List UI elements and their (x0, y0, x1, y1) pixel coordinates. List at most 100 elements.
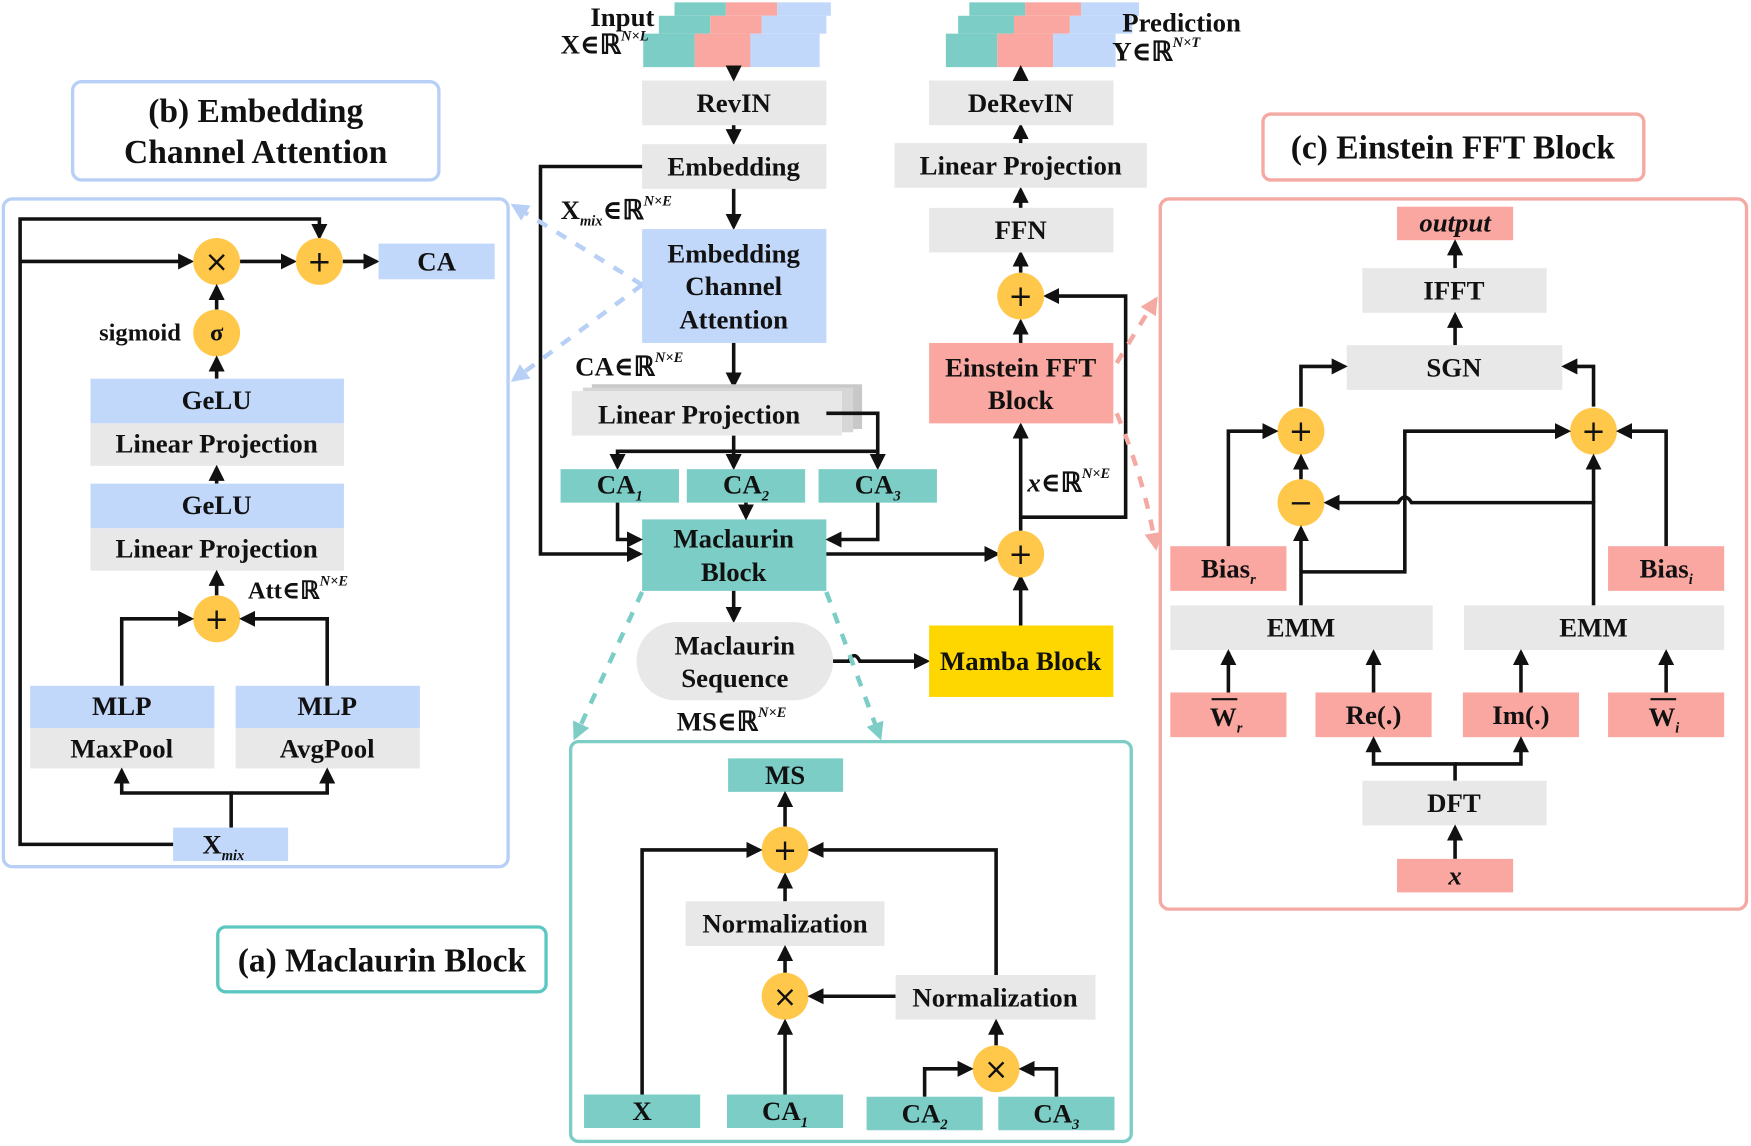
add-operator-lower (997, 530, 1045, 578)
eca-label-line3: Attention (679, 304, 788, 334)
maxpool-box (30, 728, 215, 769)
dft-label: DFT (1427, 788, 1481, 818)
panel-c-title: (c) Einstein FFT Block (1291, 130, 1616, 167)
ca-output-box (378, 243, 495, 280)
main-pipeline: Input X∈ℝN×L Prediction Y∈ℝN×T RevIN Emb… (538, 2, 1241, 736)
maclaurin-label-line1: Maclaurin (673, 523, 794, 553)
w-r-label: Wr (1210, 702, 1243, 737)
plus-icon: + (204, 602, 228, 636)
re-box (1315, 692, 1432, 738)
x-label: X (632, 1096, 652, 1126)
im-label: Im(.) (1492, 700, 1549, 730)
mlp-right-label: MLP (297, 691, 357, 721)
normalization-top-box (685, 901, 885, 946)
einstein-label-line2: Block (988, 385, 1054, 415)
add-operator-att (193, 595, 241, 643)
derevin-label: DeRevIN (968, 88, 1074, 118)
ms-box (728, 758, 844, 792)
gelu-bottom-label: GeLU (182, 490, 252, 520)
prediction-label: Prediction (1122, 7, 1241, 37)
panel-c-einstein-fft-block: (c) Einstein FFT Block output IFFT SGN +… (1158, 112, 1749, 911)
add-operator (761, 826, 809, 874)
input-label: Input (590, 2, 654, 32)
maclaurin-block-box (642, 519, 827, 591)
xmix-box (173, 827, 289, 862)
linproj-bottom-box (90, 528, 344, 571)
panel-b-embedding-channel-attention: (b) Embedding Channel Attention × + CA s… (1, 79, 510, 869)
ms-set-label: MS∈ℝN×E (677, 705, 787, 736)
input-set-label: X∈ℝN×L (561, 28, 649, 59)
linear-projection-label: Linear Projection (598, 399, 800, 429)
mlp-right-box (235, 685, 420, 729)
ca2-box (686, 469, 806, 503)
panel-c-frame (1158, 197, 1749, 911)
ca1-inner-label: CA1 (762, 1096, 808, 1131)
mamba-block-box (929, 625, 1114, 697)
add-operator-left (1277, 407, 1325, 455)
ca3-box (818, 469, 937, 503)
maclaurin-label-line2: Block (701, 557, 767, 587)
xmix-set-label: Xmix∈ℝN×E (561, 194, 673, 230)
avgpool-box (235, 728, 420, 769)
maxpool-label: MaxPool (70, 733, 173, 763)
eca-label-line2: Channel (685, 271, 782, 301)
w-i-label: Wi (1648, 702, 1679, 737)
ca1-box (560, 469, 679, 503)
multiply-operator-bottom (972, 1045, 1020, 1093)
panel-b-connectors (510, 203, 644, 382)
im-box (1462, 692, 1580, 738)
gelu-top-box (90, 378, 344, 424)
avgpool-label: AvgPool (280, 733, 375, 763)
gelu-top-label: GeLU (182, 385, 252, 415)
embedding-box (642, 144, 827, 189)
sgn-box (1346, 345, 1563, 390)
linproj-top-box (90, 423, 344, 466)
normalization-right-box (895, 975, 1096, 1020)
einstein-label-line1: Einstein FFT (945, 352, 1096, 382)
ca3-inner-box (998, 1096, 1115, 1131)
ms-label: MS (765, 760, 805, 790)
bias-i-box (1608, 546, 1725, 591)
mlp-left-label: MLP (92, 691, 152, 721)
panel-b-title-line1: (b) Embedding (148, 93, 363, 130)
add-operator (295, 237, 343, 285)
subtract-operator (1277, 479, 1325, 527)
sigma-icon: σ (210, 320, 224, 347)
x-input-label: x (1447, 861, 1461, 891)
embedding-label: Embedding (667, 151, 800, 181)
ms-label-line1: Maclaurin (675, 631, 796, 661)
ifft-box (1362, 268, 1547, 313)
linproj-bottom-label: Linear Projection (116, 533, 318, 563)
ca2-inner-box (866, 1096, 983, 1131)
panel-c-title-box (1261, 112, 1646, 182)
x-box (584, 1094, 701, 1129)
add-operator-right (1570, 407, 1617, 455)
emm-left-label: EMM (1267, 613, 1335, 643)
panel-a-maclaurin-block: (a) Maclaurin Block MS + Normalization ×… (216, 739, 1133, 1144)
maclaurin-sequence-pill (636, 622, 834, 701)
einstein-fft-block-box (929, 342, 1114, 424)
mamba-block-label: Mamba Block (940, 646, 1102, 676)
linear-projection-out-box (894, 143, 1147, 188)
input-tensor-icon (643, 2, 831, 68)
ca-set-label: CA∈ℝN×E (575, 350, 683, 381)
ffn-box (929, 207, 1114, 253)
mlp-left-box (30, 685, 215, 729)
plus-icon: + (1289, 414, 1313, 448)
bias-r-label: Biasr (1201, 553, 1256, 588)
panel-b-title-line2: Channel Attention (124, 134, 388, 171)
times-icon: × (773, 979, 797, 1013)
panel-b-frame (1, 197, 510, 869)
plus-icon: + (773, 833, 797, 867)
panel-a-frame (568, 739, 1133, 1144)
ca3-label: CA3 (855, 470, 901, 505)
output-label: output (1419, 207, 1492, 237)
gelu-bottom-box (90, 483, 344, 529)
ifft-label: IFFT (1423, 275, 1484, 305)
ca2-label: CA2 (723, 470, 769, 505)
times-icon: × (984, 1052, 1008, 1086)
sigmoid-label: sigmoid (99, 320, 181, 347)
ca1-label: CA1 (597, 470, 643, 505)
panel-a-title: (a) Maclaurin Block (238, 943, 527, 980)
prediction-tensor-icon (945, 2, 1140, 68)
